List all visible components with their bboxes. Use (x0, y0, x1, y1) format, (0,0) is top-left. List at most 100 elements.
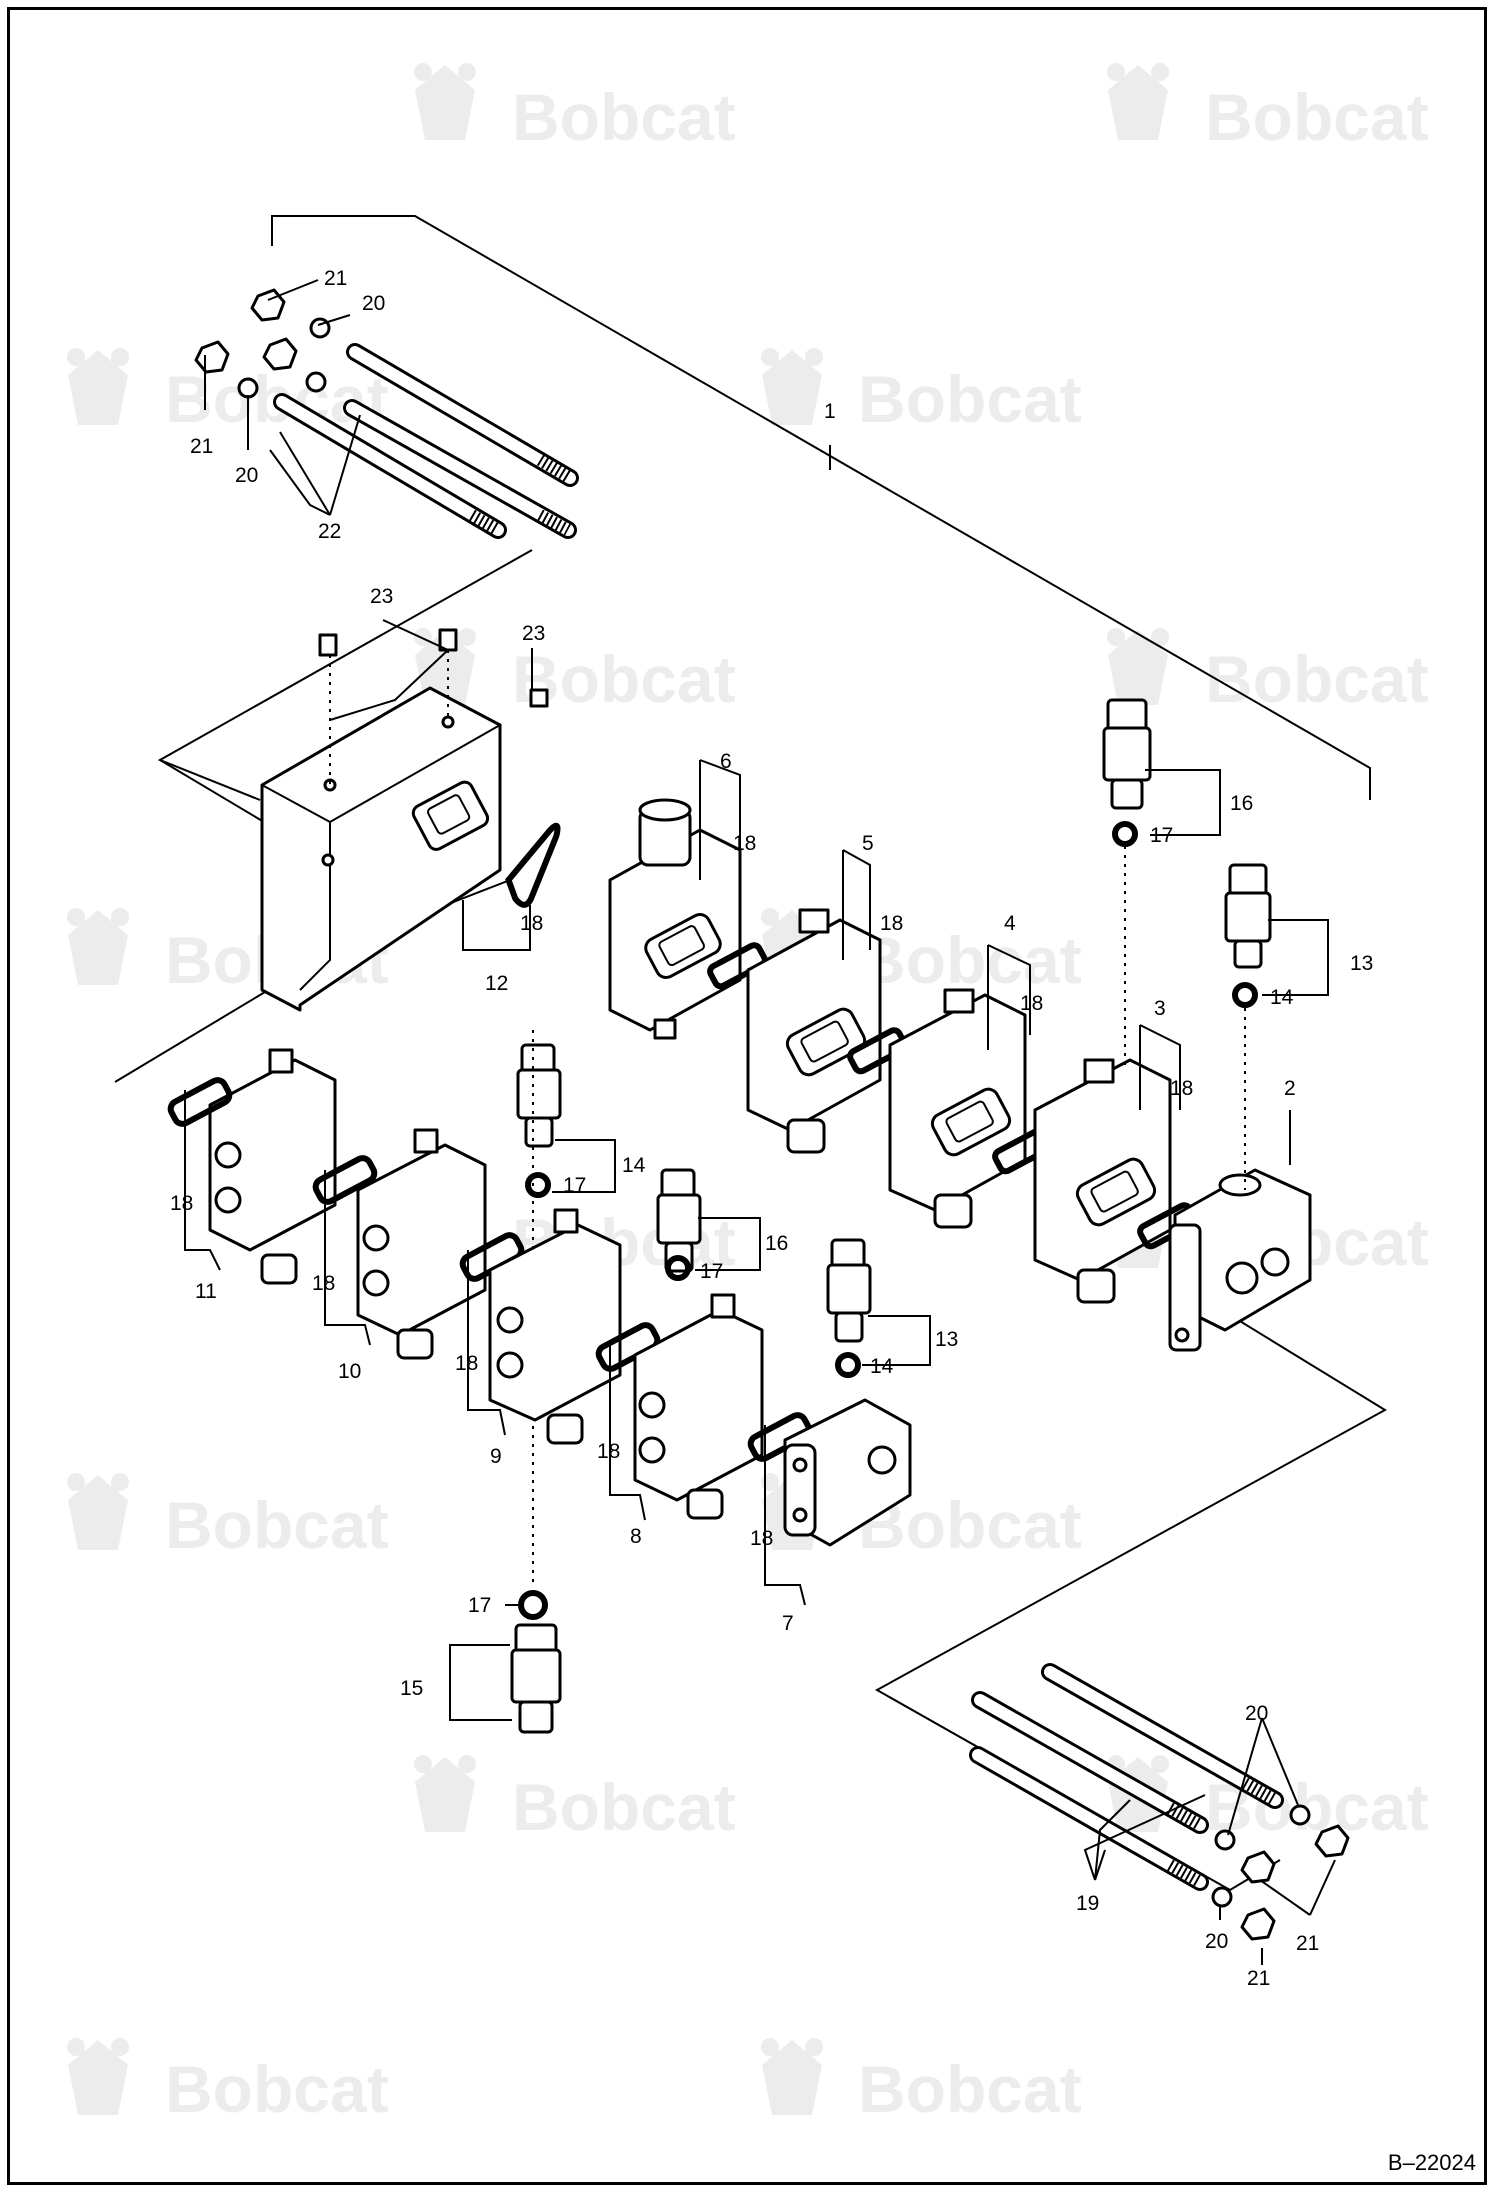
relief-valve-15-part (516, 1043, 562, 1198)
bobcat-watermark: Bobcat (414, 63, 736, 154)
callout-5: 5 (862, 832, 874, 855)
nut-part (1314, 1824, 1350, 1858)
tie-rod-part (346, 343, 579, 487)
inlet-section-part (1168, 1168, 1312, 1352)
relief-valve-15-part (510, 1030, 562, 1734)
bobcat-watermark: Bobcat (67, 1473, 389, 1562)
callout-4: 4 (1004, 912, 1016, 935)
callout-3: 3 (1154, 997, 1166, 1020)
callout-18: 18 (455, 1352, 478, 1375)
washer-part (237, 377, 259, 399)
callout-23: 23 (522, 622, 545, 645)
callout-18: 18 (520, 912, 543, 935)
watermark-text: Bobcat (858, 923, 1082, 997)
callout-17: 17 (1150, 824, 1173, 847)
watermark-text: Bobcat (1205, 80, 1429, 154)
callout-17: 17 (563, 1174, 586, 1197)
callout-1: 1 (824, 400, 836, 423)
callout-18: 18 (733, 832, 756, 855)
callout-18: 18 (312, 1272, 335, 1295)
callout-11: 11 (195, 1280, 217, 1303)
callout-2: 2 (1284, 1077, 1296, 1100)
nut-part (194, 340, 230, 374)
o-ring-part (707, 942, 768, 990)
callout-13: 13 (935, 1328, 958, 1351)
valve-section-8-part (633, 1293, 764, 1520)
callout-23: 23 (370, 585, 393, 608)
watermark-text: Bobcat (512, 80, 736, 154)
nut-part (1240, 1850, 1276, 1884)
callout-20: 20 (1245, 1702, 1268, 1725)
callout-labels: 21 20 21 20 22 1 23 23 18 12 6 18 5 18 4… (170, 267, 1373, 1990)
callout-10: 10 (338, 1360, 361, 1383)
watermark-text: Bobcat (858, 362, 1082, 436)
washer-part (1214, 1829, 1236, 1851)
bobcat-watermark: Bobcat (414, 1755, 736, 1844)
callout-21: 21 (324, 267, 347, 290)
valve-section-10-part (356, 1128, 487, 1360)
callout-18: 18 (1020, 992, 1043, 1015)
callout-21: 21 (190, 435, 213, 458)
callout-21: 21 (1296, 1932, 1319, 1955)
relief-valve-16-part (1102, 698, 1152, 1070)
callout-18: 18 (1170, 1077, 1193, 1100)
callout-8: 8 (630, 1525, 642, 1548)
bobcat-watermark: Bobcat (67, 348, 389, 436)
callout-18: 18 (750, 1527, 773, 1550)
callout-16: 16 (1230, 792, 1253, 815)
callout-18: 18 (597, 1440, 620, 1463)
callout-20: 20 (362, 292, 385, 315)
watermark-text: Bobcat (512, 1770, 736, 1844)
callout-9: 9 (490, 1445, 502, 1468)
o-ring-part (167, 1077, 233, 1127)
callout-21: 21 (1247, 1967, 1270, 1990)
washer-part (305, 371, 327, 393)
callout-14: 14 (870, 1355, 894, 1378)
callout-12: 12 (485, 972, 508, 995)
valve-section-6-part (608, 798, 742, 1040)
o-ring-part (312, 1155, 378, 1205)
bobcat-watermark: Bobcat (67, 2038, 389, 2126)
watermark-text: Bobcat (858, 2052, 1082, 2126)
washer-part (1211, 1886, 1233, 1908)
callout-20: 20 (1205, 1930, 1228, 1953)
bobcat-watermark: Bobcat (1107, 63, 1429, 154)
leader-lines (184, 279, 1336, 1965)
tie-rod-part (971, 1691, 1209, 1834)
watermark-text: Bobcat (512, 642, 736, 716)
nut-part (1240, 1907, 1276, 1941)
tie-rod-part (969, 1746, 1209, 1891)
relief-valve-13-part (826, 1238, 872, 1378)
callout-15: 14 (622, 1154, 646, 1177)
callout-16: 16 (765, 1232, 788, 1255)
assembly-1-bracket (271, 215, 1371, 800)
lower-chain-line (874, 1314, 1387, 1892)
o-ring-part (505, 822, 561, 908)
watermark-text: Bobcat (165, 1488, 389, 1562)
outlet-end-section-7-part (783, 1398, 912, 1547)
plug-part (318, 633, 338, 657)
watermark-text: Bobcat (165, 2052, 389, 2126)
callout-13: 13 (1350, 952, 1373, 975)
bobcat-watermark: Bobcat (1107, 628, 1429, 716)
bobcat-watermark: Bobcat (414, 628, 736, 716)
tie-rod-part (273, 393, 507, 539)
tie-rod-part (343, 399, 577, 539)
callout-7: 7 (782, 1612, 794, 1635)
lower-tie-rods (969, 1663, 1350, 1941)
valve-section-5-part (746, 908, 882, 1154)
callout-18: 18 (880, 912, 903, 935)
outlet-section-part (260, 628, 549, 1012)
tie-rod-part (1041, 1663, 1284, 1809)
washer-part (1289, 1804, 1311, 1826)
valve-section-9-part (488, 1208, 622, 1445)
callout-18: 18 (170, 1192, 193, 1215)
drawing-frame (7, 7, 1487, 2185)
callout-17: 17 (700, 1260, 723, 1283)
bobcat-watermark: Bobcat (761, 348, 1082, 436)
callout-20: 20 (235, 464, 258, 487)
callout-22: 22 (318, 520, 341, 543)
nut-part (262, 337, 298, 371)
plug-part (529, 688, 549, 708)
